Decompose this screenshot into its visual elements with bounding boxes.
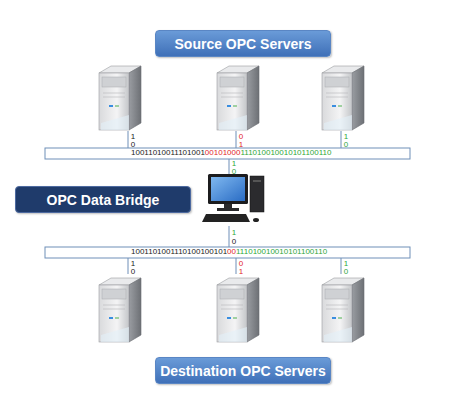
drive-bay — [253, 180, 261, 182]
wire — [128, 131, 129, 148]
bit-stream: 1001101001110100100101 — [131, 247, 227, 256]
mouse — [253, 218, 259, 222]
monitor — [208, 174, 248, 204]
wire — [236, 258, 237, 274]
bit-stream-row: 1001101001110100100101000111010010010101… — [131, 148, 332, 158]
server-icon — [322, 66, 364, 130]
keyboard — [202, 214, 250, 222]
bit-stack: 1 0 — [231, 160, 237, 176]
heading-box: Destination OPC Servers — [155, 357, 331, 384]
server-icon — [217, 66, 259, 130]
server-icon — [217, 278, 259, 342]
node-text: Source OPC Servers — [175, 36, 312, 52]
wire — [128, 258, 129, 274]
computer-icon — [202, 174, 264, 222]
bit-stack: 1 0 — [130, 133, 136, 149]
pc-tower — [250, 176, 264, 212]
data-bus — [45, 148, 410, 159]
bit: 1 — [231, 229, 237, 237]
bit-stack: 1 0 — [343, 133, 349, 149]
bit-stream: 00 — [227, 247, 236, 256]
wire — [229, 226, 230, 247]
bit: 0 — [231, 238, 237, 246]
wire — [341, 258, 342, 274]
bit-stream: 111010010010101100110 — [236, 247, 327, 256]
server-icon — [99, 278, 141, 342]
node-text: OPC Data Bridge — [47, 192, 160, 208]
wires — [45, 131, 410, 274]
wire — [229, 159, 230, 174]
bit-stack: 1 0 — [130, 260, 136, 276]
bit-stack: 0 1 — [238, 260, 244, 276]
wire — [341, 131, 342, 148]
server-icon — [99, 66, 141, 130]
server-icon — [322, 278, 364, 342]
node-text: Destination OPC Servers — [160, 363, 326, 379]
heading-box: Source OPC Servers — [155, 30, 331, 57]
monitor-base — [217, 208, 239, 211]
bridge-label-box: OPC Data Bridge — [15, 186, 191, 213]
wire — [236, 131, 237, 148]
bit-stack: 1 0 — [343, 260, 349, 276]
bit-stack: 0 1 — [238, 133, 244, 149]
bit-stream: 00101000 — [205, 148, 241, 157]
screen — [211, 177, 245, 201]
bit-stream-row: 1001101001110100100101001110100100101011… — [131, 247, 327, 257]
bit-stream: 10011010011101001 — [131, 148, 205, 157]
data-bus — [45, 247, 410, 258]
bit-stream: 111010010010101100110 — [240, 148, 331, 157]
